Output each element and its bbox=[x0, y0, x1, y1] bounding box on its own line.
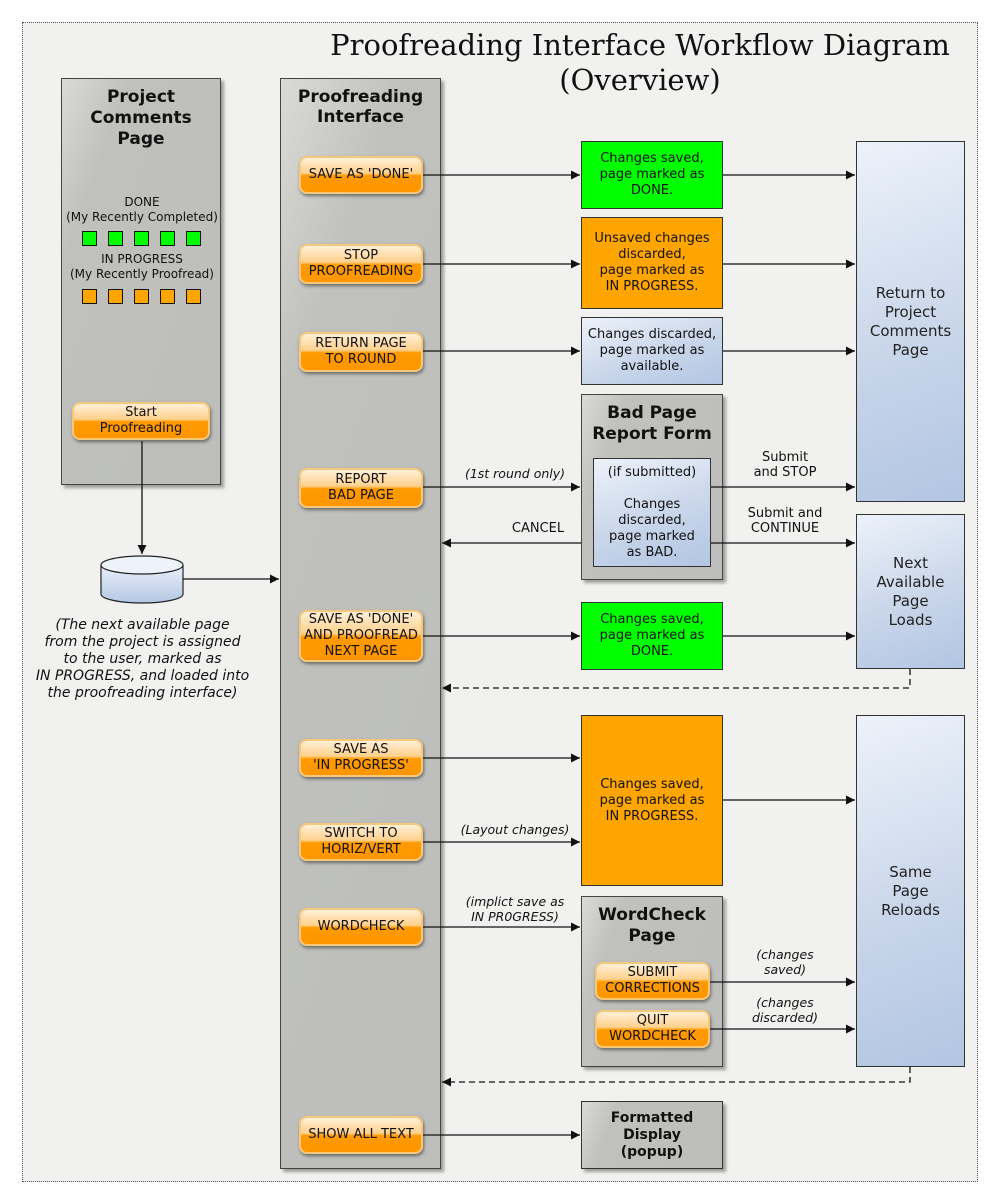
diagram-title: Proofreading Interface Workflow Diagram … bbox=[330, 28, 950, 97]
layout-changes-label: (Layout changes) bbox=[460, 822, 570, 837]
done-square[interactable] bbox=[186, 231, 201, 246]
in-progress-square[interactable] bbox=[186, 289, 201, 304]
submit-corrections-button[interactable]: SUBMIT CORRECTIONS bbox=[595, 962, 710, 1000]
in-progress-square[interactable] bbox=[82, 289, 97, 304]
wordcheck-button[interactable]: WORDCHECK bbox=[299, 908, 423, 946]
saved-done-box: Changes saved, page marked as DONE. bbox=[581, 141, 723, 209]
return-project-page-box: Return to Project Comments Page bbox=[856, 141, 965, 502]
done-square[interactable] bbox=[108, 231, 123, 246]
formatted-display-box: Formatted Display (popup) bbox=[581, 1101, 723, 1169]
in-progress-label: IN PROGRESS (My Recently Proofread) bbox=[70, 252, 214, 281]
bad-page-form-title: Bad Page Report Form bbox=[592, 403, 712, 444]
done-square[interactable] bbox=[134, 231, 149, 246]
database-note: (The next available page from the projec… bbox=[35, 617, 250, 701]
first-round-label: (1st round only) bbox=[464, 466, 566, 481]
bad-page-result-box: (if submitted) Changes discarded, page m… bbox=[593, 458, 711, 567]
wordcheck-page-title: WordCheck Page bbox=[598, 905, 706, 946]
unsaved-discarded-box: Unsaved changes discarded, page marked a… bbox=[581, 217, 723, 309]
changes-discarded-label: (changes discarded) bbox=[751, 995, 819, 1025]
in-progress-square[interactable] bbox=[160, 289, 175, 304]
cancel-label: CANCEL bbox=[511, 521, 565, 536]
stop-proofreading-button[interactable]: STOP PROOFREADING bbox=[299, 244, 423, 284]
start-proofreading-button[interactable]: Start Proofreading bbox=[72, 402, 210, 440]
saved-done-next-box: Changes saved, page marked as DONE. bbox=[581, 602, 723, 670]
quit-wordcheck-button[interactable]: QUIT WORDCHECK bbox=[595, 1010, 710, 1048]
show-all-text-button[interactable]: SHOW ALL TEXT bbox=[299, 1116, 423, 1154]
discarded-available-box: Changes discarded, page marked as availa… bbox=[581, 317, 723, 385]
done-square[interactable] bbox=[160, 231, 175, 246]
same-page-reloads-box: Same Page Reloads bbox=[856, 715, 965, 1067]
report-bad-page-button[interactable]: REPORT BAD PAGE bbox=[299, 468, 423, 508]
save-in-progress-button[interactable]: SAVE AS 'IN PROGRESS' bbox=[299, 739, 423, 777]
implicit-save-label: (implict save as IN PR0GRESS) bbox=[465, 894, 565, 924]
database-cylinder bbox=[100, 555, 184, 604]
submit-stop-label: Submit and STOP bbox=[753, 450, 817, 480]
done-square[interactable] bbox=[82, 231, 97, 246]
submit-continue-label: Submit and CONTINUE bbox=[747, 506, 823, 536]
switch-horiz-vert-button[interactable]: SWITCH TO HORIZ/VERT bbox=[299, 823, 423, 861]
dashed-return-same bbox=[442, 1067, 911, 1087]
in-progress-square[interactable] bbox=[108, 289, 123, 304]
changes-saved-label: (changes saved) bbox=[756, 947, 814, 977]
done-label: DONE (My Recently Completed) bbox=[66, 195, 218, 224]
next-page-loads-box: Next Available Page Loads bbox=[856, 514, 965, 669]
project-comments-title: Project Comments Page bbox=[90, 87, 192, 149]
saved-in-progress-box: Changes saved, page marked as IN PROGRES… bbox=[581, 715, 723, 886]
return-page-to-round-button[interactable]: RETURN PAGE TO ROUND bbox=[299, 332, 423, 372]
save-done-proofread-next-button[interactable]: SAVE AS 'DONE' AND PROOFREAD NEXT PAGE bbox=[299, 610, 423, 662]
proofreading-interface-title: Proofreading Interface bbox=[297, 87, 424, 127]
save-as-done-button[interactable]: SAVE AS 'DONE' bbox=[299, 156, 423, 194]
in-progress-square[interactable] bbox=[134, 289, 149, 304]
dashed-return-next bbox=[442, 669, 911, 693]
